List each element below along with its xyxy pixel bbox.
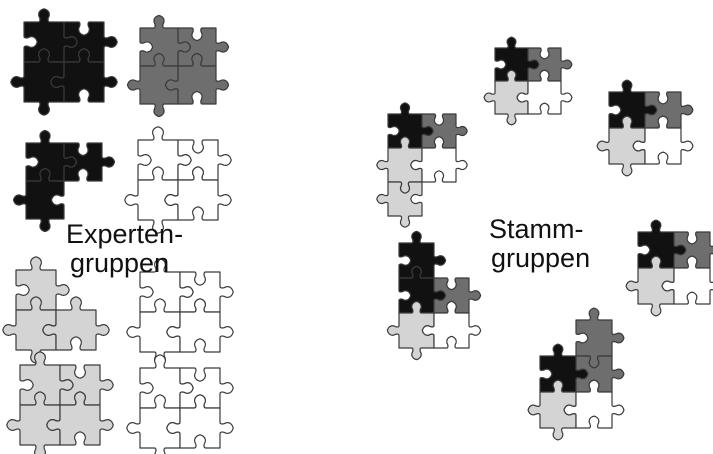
darkgray-group-full [128,16,229,117]
home-group-3 [597,80,693,176]
home-group-5-piece-1 [399,231,446,278]
home-group-6 [528,308,624,440]
home-groups-label-line1: Stamm- [489,215,590,244]
home-group-2 [377,103,467,227]
home-group-1 [484,37,572,125]
home-groups-label: Stamm- gruppen [489,215,590,273]
home-group-2-piece-5 [377,182,422,227]
expert-groups-label: Experten- gruppen [66,220,183,278]
expert-groups-label-line1: Experten- [66,220,183,249]
black-group-partial [14,131,115,232]
white-group-full [125,127,231,233]
home-groups-label-line2: gruppen [489,244,590,273]
lightgray-group-full [7,352,113,454]
expert-groups-label-line2: gruppen [66,249,183,278]
home-group-4 [626,220,713,316]
home-group-5 [387,231,480,359]
black-group-full [11,9,117,115]
white-group-full-3 [127,355,233,454]
